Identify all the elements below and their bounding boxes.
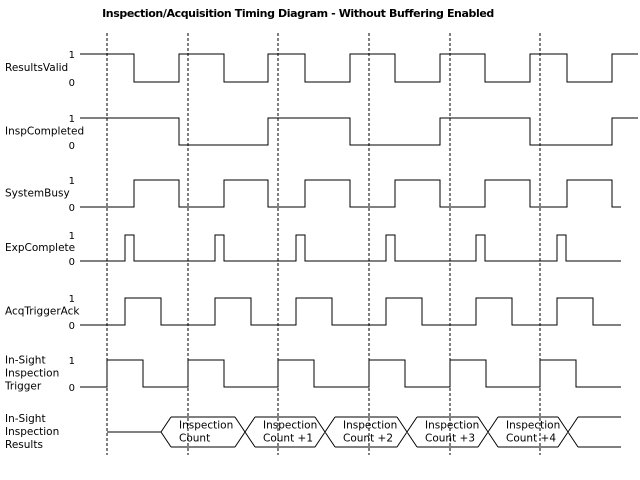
waveform-insight-inspection-results (107, 416, 621, 448)
waveform-expcomplete (80, 234, 621, 262)
signal-label-resultsvalid: ResultsValid (5, 62, 68, 74)
waveform-acqtriggerack (80, 297, 621, 326)
signal-label-insight-inspection-trigger: Inspection (5, 368, 59, 380)
bus-segment-label: Inspection (263, 420, 317, 432)
diagram-title: Inspection/Acquisition Timing Diagram - … (102, 7, 494, 20)
level-zero-label: 0 (69, 257, 75, 268)
level-zero-label: 0 (69, 78, 75, 89)
bus-segment-label: Inspection (425, 420, 479, 432)
waveform-resultsvalid (80, 53, 638, 83)
level-one-label: 1 (69, 176, 75, 187)
bus-segment-label: Inspection (343, 420, 397, 432)
bus-segment-label: Count +2 (343, 433, 393, 445)
signal-label-acqtriggerack: AcqTriggerAck (5, 306, 80, 318)
level-one-label: 1 (69, 294, 75, 305)
signal-label-insight-inspection-results: Results (5, 439, 43, 451)
bus-segment-label: Count (179, 433, 210, 445)
signal-label-inspcompleted: InspCompleted (5, 126, 84, 138)
level-zero-label: 0 (69, 383, 75, 394)
signal-label-insight-inspection-trigger: Trigger (4, 381, 42, 393)
level-one-label: 1 (69, 231, 75, 242)
waveform-systembusy (80, 179, 621, 208)
waveform-inspcompleted (80, 117, 638, 146)
level-one-label: 1 (69, 114, 75, 125)
signal-label-expcomplete: ExpComplete (5, 242, 75, 254)
level-zero-label: 0 (69, 203, 75, 214)
signal-label-insight-inspection-results: In-Sight (5, 413, 46, 425)
bus-segment-label: Inspection (179, 420, 233, 432)
bus-segment-label: Count +1 (263, 433, 313, 445)
bus-segment-label: Count +4 (506, 433, 556, 445)
level-zero-label: 0 (69, 321, 75, 332)
level-one-label: 1 (69, 356, 75, 367)
bus-segment-label: Count +3 (425, 433, 475, 445)
signal-label-systembusy: SystemBusy (5, 188, 70, 200)
waveform-insight-inspection-trigger (80, 359, 621, 388)
level-zero-label: 0 (69, 141, 75, 152)
signal-label-insight-inspection-trigger: In-Sight (5, 355, 46, 367)
bus-segment-label: Inspection (506, 420, 560, 432)
signal-label-insight-inspection-results: Inspection (5, 426, 59, 438)
level-one-label: 1 (69, 50, 75, 61)
